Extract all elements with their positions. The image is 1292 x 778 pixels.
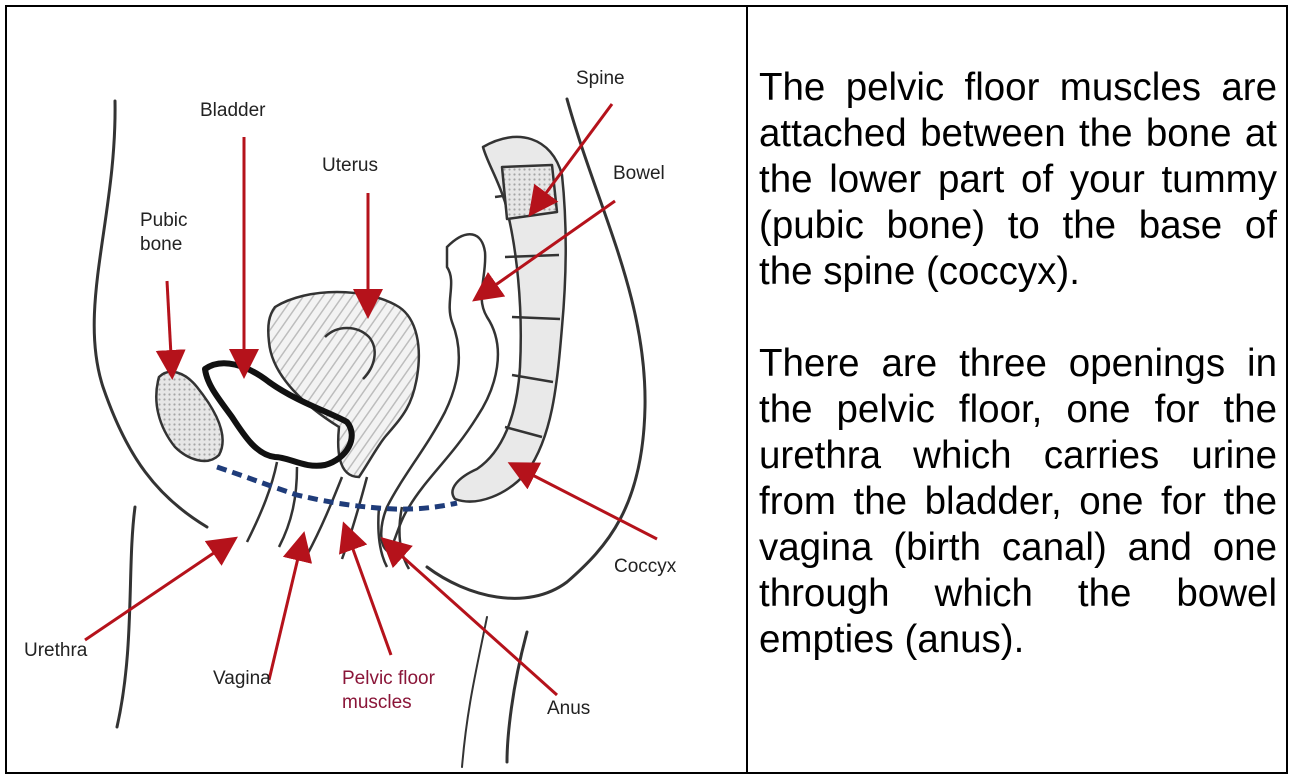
label-uterus: Uterus [322,154,378,178]
column-divider [746,7,748,772]
label-bladder: Bladder [200,99,266,123]
description-panel: The pelvic floor muscles are attached be… [759,65,1277,709]
arrow-vagina [269,537,303,680]
content-frame: Spine Bladder Uterus Bowel Pubic bone Co… [5,5,1288,774]
uterus-shape [268,292,419,477]
label-coccyx: Coccyx [614,555,676,579]
label-pubic-bone: Pubic bone [140,209,188,257]
description-paragraph-2: There are three openings in the pelvic f… [759,341,1277,663]
label-pelvic-floor-muscles: Pelvic floor muscles [342,667,435,715]
arrow-pubic-bone [167,281,172,374]
arrow-urethra [85,540,233,640]
pelvic-anatomy-illustration [7,7,746,772]
pelvic-anatomy-figure: Spine Bladder Uterus Bowel Pubic bone Co… [7,7,746,772]
label-anus: Anus [547,697,590,721]
label-vagina: Vagina [213,667,271,691]
label-bowel: Bowel [613,162,665,186]
description-paragraph-1: The pelvic floor muscles are attached be… [759,65,1277,295]
label-spine: Spine [576,67,625,91]
label-urethra: Urethra [24,639,87,663]
